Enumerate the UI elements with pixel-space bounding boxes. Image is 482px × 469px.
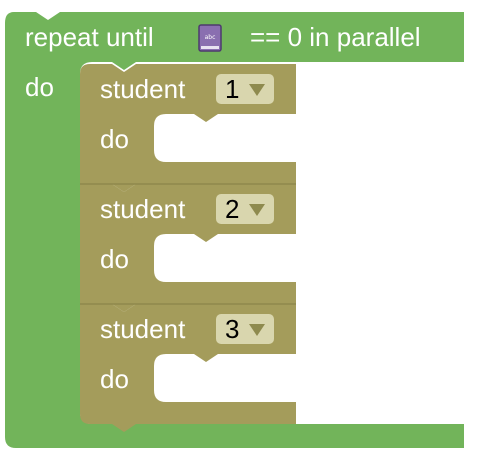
student-do-label: do <box>100 244 129 274</box>
student-number-dropdown[interactable]: 1 <box>216 74 274 104</box>
svg-text:abc: abc <box>205 34 216 41</box>
dropdown-value: 3 <box>225 314 240 344</box>
student-label: student <box>100 194 186 224</box>
condition-label: == 0 in parallel <box>250 22 421 52</box>
dropdown-arrow-icon <box>249 204 265 216</box>
dropdown-arrow-icon <box>249 84 265 96</box>
student-label: student <box>100 314 186 344</box>
dropdown-value: 2 <box>225 194 240 224</box>
student-label: student <box>100 74 186 104</box>
dropdown-arrow-icon <box>249 324 265 336</box>
repeat-until-label: repeat until <box>25 22 154 52</box>
student-number-dropdown[interactable]: 3 <box>216 314 274 344</box>
repeat-do-label: do <box>25 72 54 102</box>
student-do-label: do <box>100 364 129 394</box>
dropdown-value: 1 <box>225 74 240 104</box>
book-variable-icon[interactable]: abc <box>198 24 222 52</box>
repeat-until-parallel-block[interactable] <box>5 12 464 448</box>
student-number-dropdown[interactable]: 2 <box>216 194 274 224</box>
student-do-label: do <box>100 124 129 154</box>
